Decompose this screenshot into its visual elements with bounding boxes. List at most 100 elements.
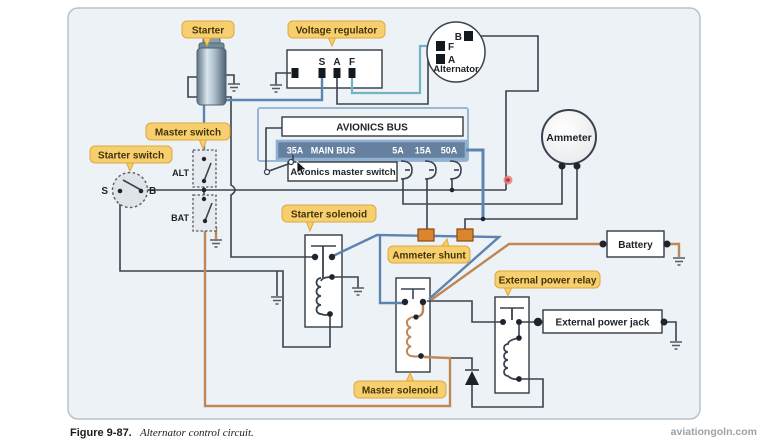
callout-master-solenoid-label: Master solenoid <box>362 386 438 397</box>
diode-icon <box>465 369 479 385</box>
alt-bottom-contact <box>201 178 207 184</box>
bus-5a-label: 5A <box>392 146 404 156</box>
starter-switch-s-terminal <box>117 188 123 194</box>
alt-switch-lever <box>203 162 212 182</box>
wire-solenoid-to-relay <box>427 300 501 323</box>
starter-switch-s-label: S <box>101 186 108 197</box>
callout-starter-solenoid-label: Starter solenoid <box>291 210 367 221</box>
callout-external-power-relay: External power relay <box>494 270 601 298</box>
circuit-breaker-icon-15a <box>424 160 437 180</box>
starter-solenoid-right-contact <box>328 253 336 261</box>
wire-5a-breaker <box>402 178 426 205</box>
wire-starter-switch-s <box>119 191 331 348</box>
avionics-master-switch-box <box>287 161 398 182</box>
master-solenoid-left-contact <box>401 298 409 306</box>
ground-icon-bat-switch <box>210 239 222 248</box>
circuit-breaker-icon-5a <box>400 160 413 180</box>
battery-left-terminal <box>599 240 607 248</box>
bat-top-contact <box>201 196 207 202</box>
battery-right-terminal <box>663 240 671 248</box>
callout-starter-switch-label: Starter switch <box>98 151 164 162</box>
wire-battery-ground <box>667 242 681 257</box>
callout-master-solenoid: Master solenoid <box>353 371 447 399</box>
bus-main-label: MAIN BUS <box>311 146 356 156</box>
watermark: aviationgoln.com <box>671 426 757 438</box>
figure-caption-label: Figure 9-87. <box>70 427 132 439</box>
ground-icon-battery <box>673 257 685 266</box>
wire-ammeter-right <box>464 167 578 230</box>
ammeter-label: Ammeter <box>546 132 592 144</box>
bus-enclosure-outline <box>257 107 469 162</box>
starter-switch-b-label: B <box>149 186 156 197</box>
avionics-switch-contact-right <box>287 158 295 166</box>
bus-15a-label: 15A <box>415 146 432 156</box>
wire-regulator-f-to-alternator <box>350 44 436 95</box>
callout-master-switch: Master switch <box>145 122 231 151</box>
ground-icon-solenoid <box>352 287 364 296</box>
alternator-b-terminal <box>464 31 473 41</box>
shunt-block-left <box>417 228 435 242</box>
starter-motor <box>196 37 227 106</box>
avionics-master-switch-label: Avionics master switch <box>290 167 395 178</box>
callout-master-switch-label: Master switch <box>155 128 221 139</box>
battery-box <box>606 230 665 258</box>
junction-shunt <box>480 216 486 222</box>
external-power-jack-label: External power jack <box>556 318 650 329</box>
bat-switch-lever <box>204 202 213 222</box>
alternator-label: Alternator <box>433 64 479 75</box>
callout-external-power-relay-label: External power relay <box>499 276 597 287</box>
starter-switch <box>111 171 149 209</box>
starter-solenoid-coil-top <box>329 274 335 280</box>
wire-solenoid-ground <box>335 276 359 288</box>
jack-left-terminal <box>533 317 543 327</box>
annotation-dot <box>503 175 513 185</box>
circuit-breaker-icon-50a <box>449 160 462 180</box>
avionics-switch-lever <box>268 162 292 172</box>
alt-a-label: A <box>448 55 455 66</box>
jack-right-terminal <box>660 318 668 326</box>
main-bus-bar <box>275 139 468 161</box>
figure-caption-text: Alternator control circuit. <box>139 427 254 439</box>
master-solenoid-coil-top <box>413 314 419 320</box>
callout-starter-switch: Starter switch <box>89 145 173 173</box>
starter-switch-lever <box>122 179 142 191</box>
vr-s-terminal <box>318 68 326 78</box>
ground-icon-starter <box>228 83 240 92</box>
mouse-cursor-icon <box>296 160 308 177</box>
wire-starter-ground <box>226 74 235 84</box>
bus-35a-label: 35A <box>287 146 304 156</box>
starter-switch-b-terminal <box>138 188 144 194</box>
master-switch-alt-box <box>192 149 217 188</box>
wire-regulator-ground <box>275 72 291 85</box>
relay-left-contact <box>500 319 506 325</box>
master-solenoid-coil-bottom <box>418 353 424 359</box>
wire-battery-feed <box>430 242 603 301</box>
alt-f-label: F <box>448 42 454 53</box>
alternator-f-terminal <box>436 41 445 51</box>
vr-input-terminal <box>291 68 299 78</box>
relay-coil-top <box>516 335 522 341</box>
shunt-block-right <box>456 228 474 242</box>
callout-voltage-regulator: Voltage regulator <box>287 20 386 48</box>
callout-voltage-regulator-label: Voltage regulator <box>296 26 378 37</box>
diagram-panel <box>67 7 701 420</box>
callout-starter: Starter <box>181 20 235 48</box>
vr-a-terminal <box>333 68 341 78</box>
avionics-switch-contact-left <box>263 168 271 176</box>
wire-jack-ground <box>664 321 677 341</box>
master-switch-bat-box <box>192 194 217 232</box>
master-solenoid-right-contact <box>419 298 427 306</box>
master-switch-alt-label: ALT <box>172 168 189 178</box>
alternator-a-terminal <box>436 54 445 64</box>
avionics-bus-label: AVIONICS BUS <box>336 123 408 134</box>
relay-coil <box>503 308 520 381</box>
alt-top-contact <box>201 156 207 162</box>
junction-50a <box>449 187 455 193</box>
wire-feed-master-solenoid <box>378 236 403 305</box>
starter-solenoid-left-contact <box>311 253 319 261</box>
callout-ammeter-shunt: Ammeter shunt <box>387 237 471 264</box>
master-switch-bat-label: BAT <box>171 213 189 223</box>
wire-shunt-line <box>332 233 503 300</box>
ground-icon-left <box>271 296 283 305</box>
